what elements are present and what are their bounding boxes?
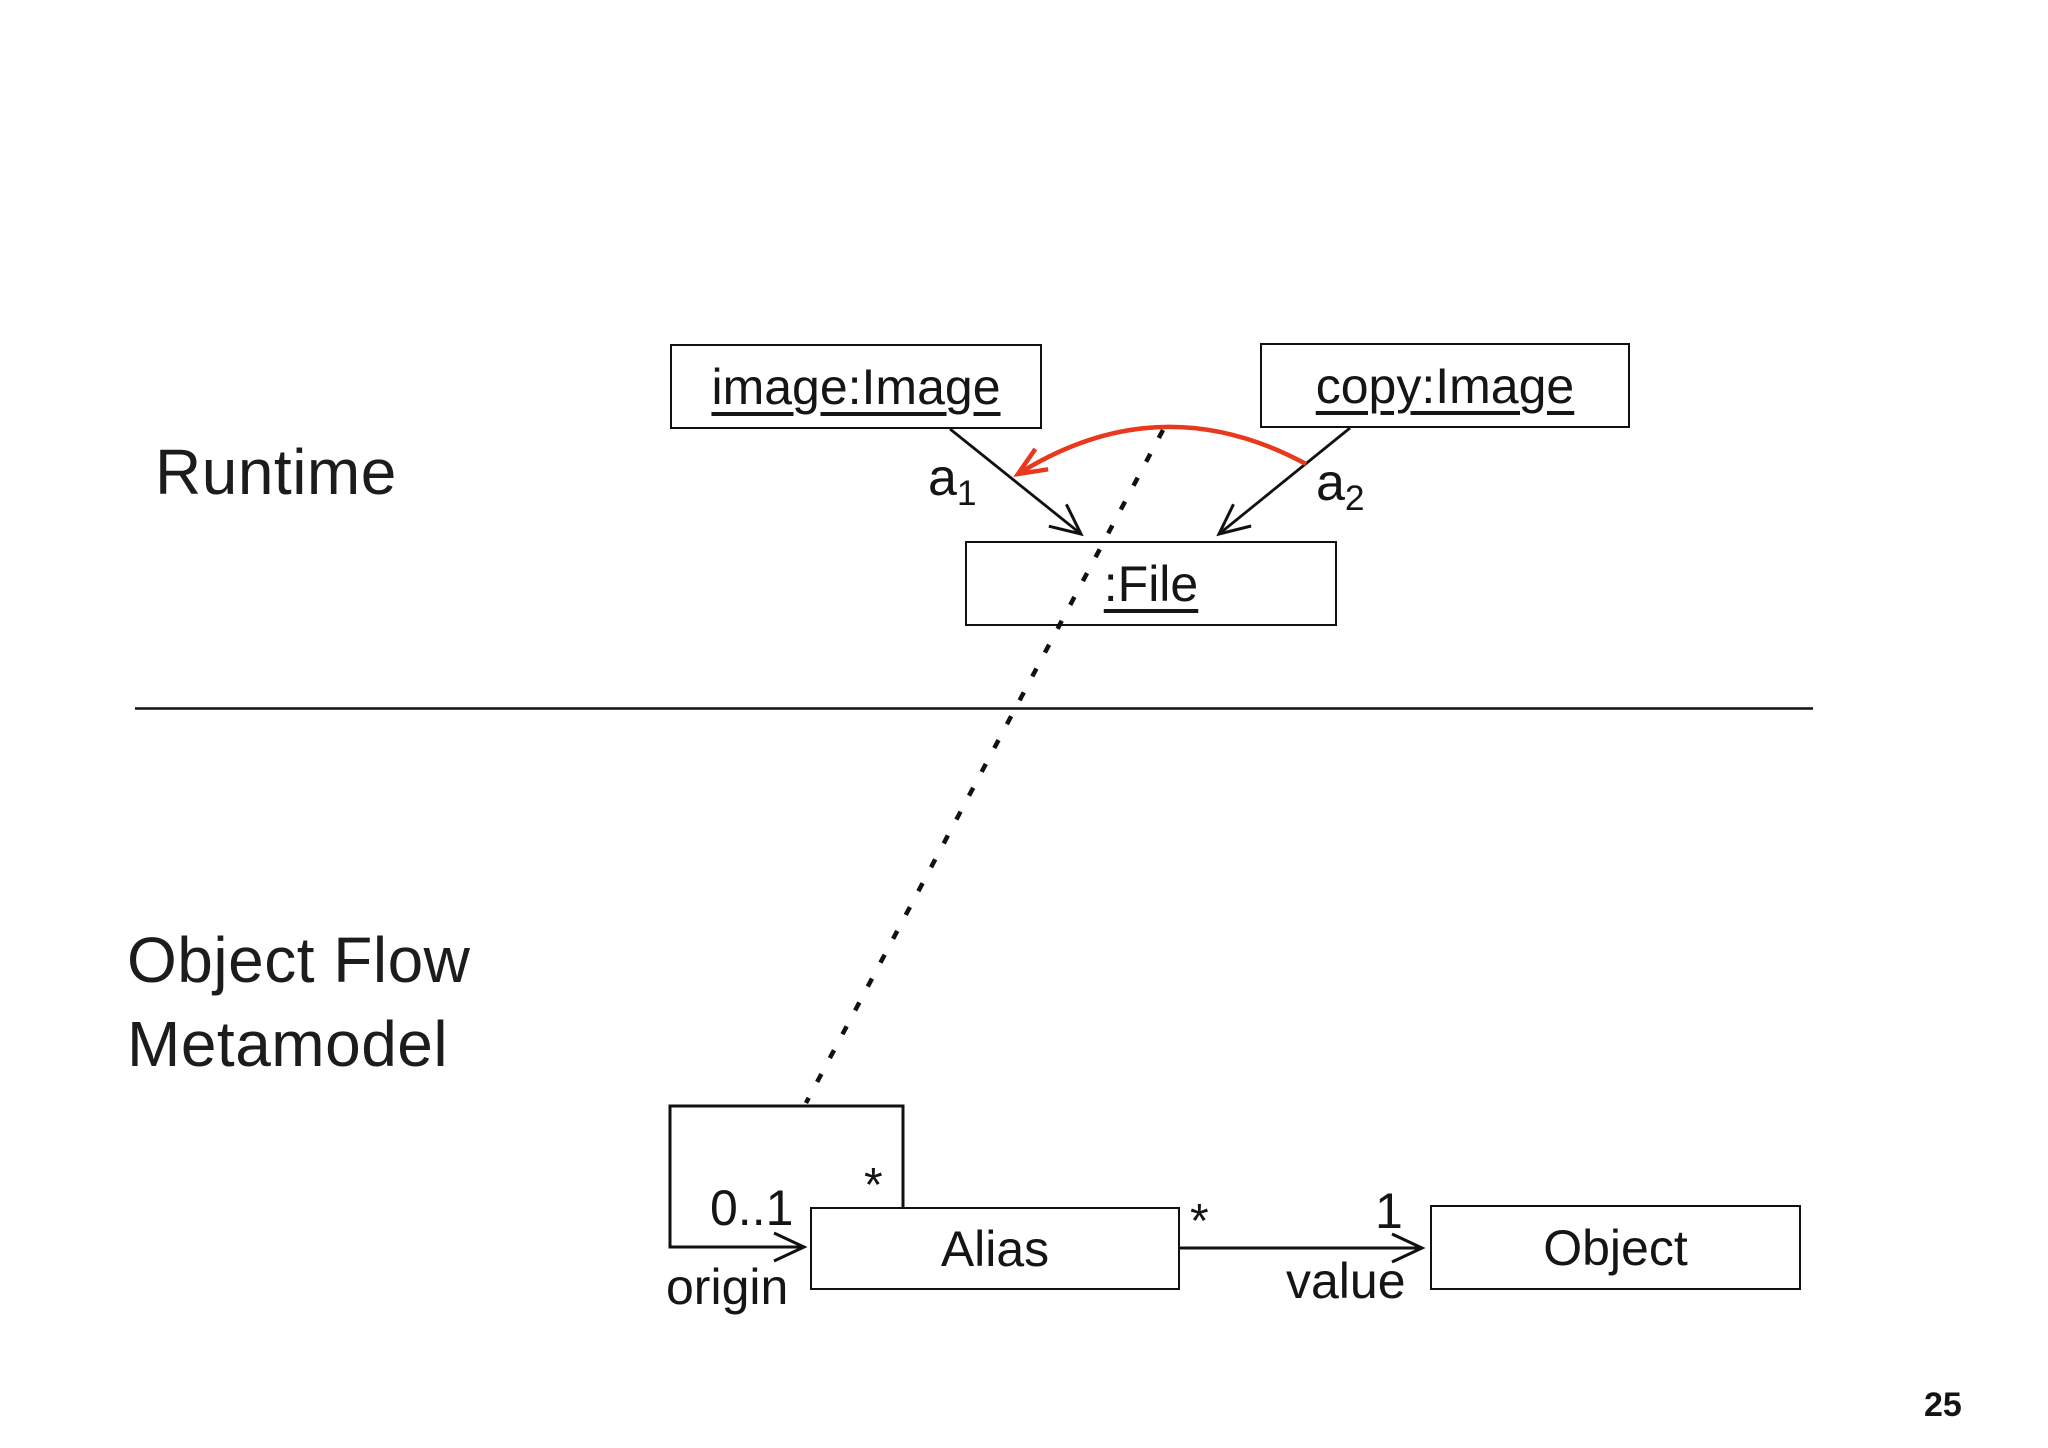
- a1-subscript: 1: [956, 473, 977, 513]
- origin-role-label: origin: [666, 1259, 789, 1315]
- uml-object-file-label: :File: [1103, 555, 1199, 612]
- a2-base: a: [1316, 454, 1345, 512]
- page-number: 25: [1924, 1386, 1962, 1424]
- alias-link-a1-label: a1: [928, 452, 977, 511]
- alias-link-a2-label: a2: [1316, 457, 1365, 516]
- uml-object-copy: copy:Image: [1260, 343, 1630, 428]
- metamodel-label-line1: Object Flow: [127, 924, 471, 996]
- a2-subscript: 2: [1344, 478, 1365, 518]
- uml-class-object: Object: [1430, 1205, 1801, 1290]
- uml-object-file: :File: [965, 541, 1337, 626]
- value-target-multiplicity: 1: [1375, 1183, 1403, 1239]
- value-source-multiplicity: *: [1190, 1195, 1209, 1248]
- origin-target-multiplicity: 0..1: [710, 1180, 794, 1236]
- uml-object-image: image:Image: [670, 344, 1042, 429]
- uml-class-alias-label: Alias: [940, 1220, 1050, 1277]
- instance-of-dotted-line: [804, 428, 1165, 1105]
- origin-source-multiplicity: *: [864, 1159, 883, 1212]
- uml-class-alias: Alias: [810, 1207, 1180, 1290]
- metamodel-section-label: Object Flow Metamodel: [127, 918, 470, 1086]
- uml-object-image-label: image:Image: [711, 358, 1001, 415]
- alias-redirect-red-arrow: [1013, 424, 1308, 478]
- runtime-section-label: Runtime: [155, 436, 397, 508]
- uml-class-object-label: Object: [1543, 1219, 1688, 1276]
- metamodel-label-line2: Metamodel: [127, 1008, 449, 1080]
- uml-object-copy-label: copy:Image: [1315, 357, 1575, 414]
- a1-base: a: [928, 449, 957, 507]
- value-role-label: value: [1286, 1253, 1406, 1309]
